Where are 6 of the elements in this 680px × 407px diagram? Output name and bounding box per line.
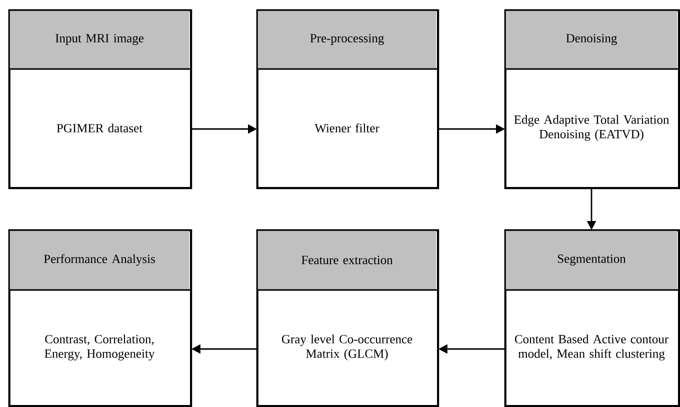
process-box: Performance Analysis Contrast, Correlation, Energy, Homogeneity — [8, 229, 192, 407]
process-box: Input MRI image PGIMER dataset — [8, 9, 192, 190]
process-box: Segmentation Content Based Active contour model, Mean shift clustering — [504, 229, 680, 407]
process-box: Pre-processing Wiener filter — [256, 9, 440, 190]
process-box: Denoising Edge Adaptive Total Variation Denoising (EATVD) — [504, 9, 680, 190]
process-box: Feature extraction Gray level Co-occurrence Matrix (GLCM) — [256, 229, 440, 407]
